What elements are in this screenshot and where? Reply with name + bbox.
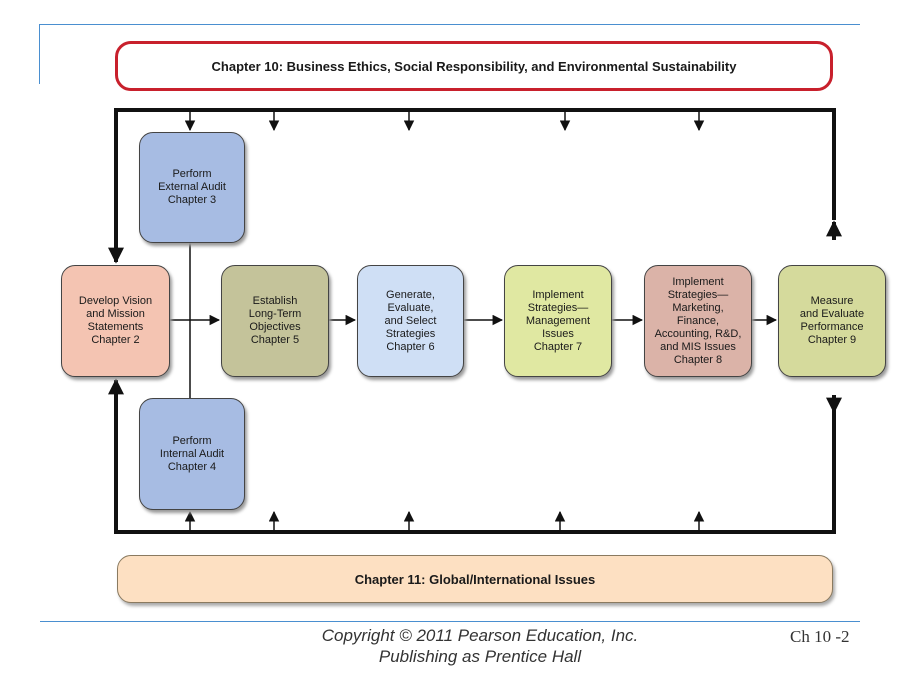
top-loop-line xyxy=(114,108,836,250)
box-generate-strategies: Generate, Evaluate, and Select Strategie… xyxy=(357,265,464,377)
box-marketing-issues: Implement Strategies— Marketing, Finance… xyxy=(644,265,752,377)
box-external-audit: Perform External Audit Chapter 3 xyxy=(139,132,245,243)
top-rule xyxy=(40,24,860,25)
box-measure-performance: Measure and Evaluate Performance Chapter… xyxy=(778,265,886,377)
bottom-loop-line xyxy=(114,390,836,534)
left-rule xyxy=(39,24,40,84)
box-internal-audit: Perform Internal Audit Chapter 4 xyxy=(139,398,245,510)
box-long-term-objectives: Establish Long-Term Objectives Chapter 5 xyxy=(221,265,329,377)
box-management-issues: Implement Strategies— Management Issues … xyxy=(504,265,612,377)
ethics-banner: Chapter 10: Business Ethics, Social Resp… xyxy=(115,41,833,91)
copyright-line-1: Copyright © 2011 Pearson Education, Inc. xyxy=(321,626,639,645)
box-vision-mission: Develop Vision and Mission Statements Ch… xyxy=(61,265,170,377)
page-number: Ch 10 -2 xyxy=(790,627,850,646)
copyright-line-2: Publishing as Prentice Hall xyxy=(378,647,582,666)
global-banner: Chapter 11: Global/International Issues xyxy=(117,555,833,603)
bottom-rule xyxy=(40,621,860,622)
copyright: Copyright © 2011 Pearson Education, Inc.… xyxy=(280,625,680,667)
